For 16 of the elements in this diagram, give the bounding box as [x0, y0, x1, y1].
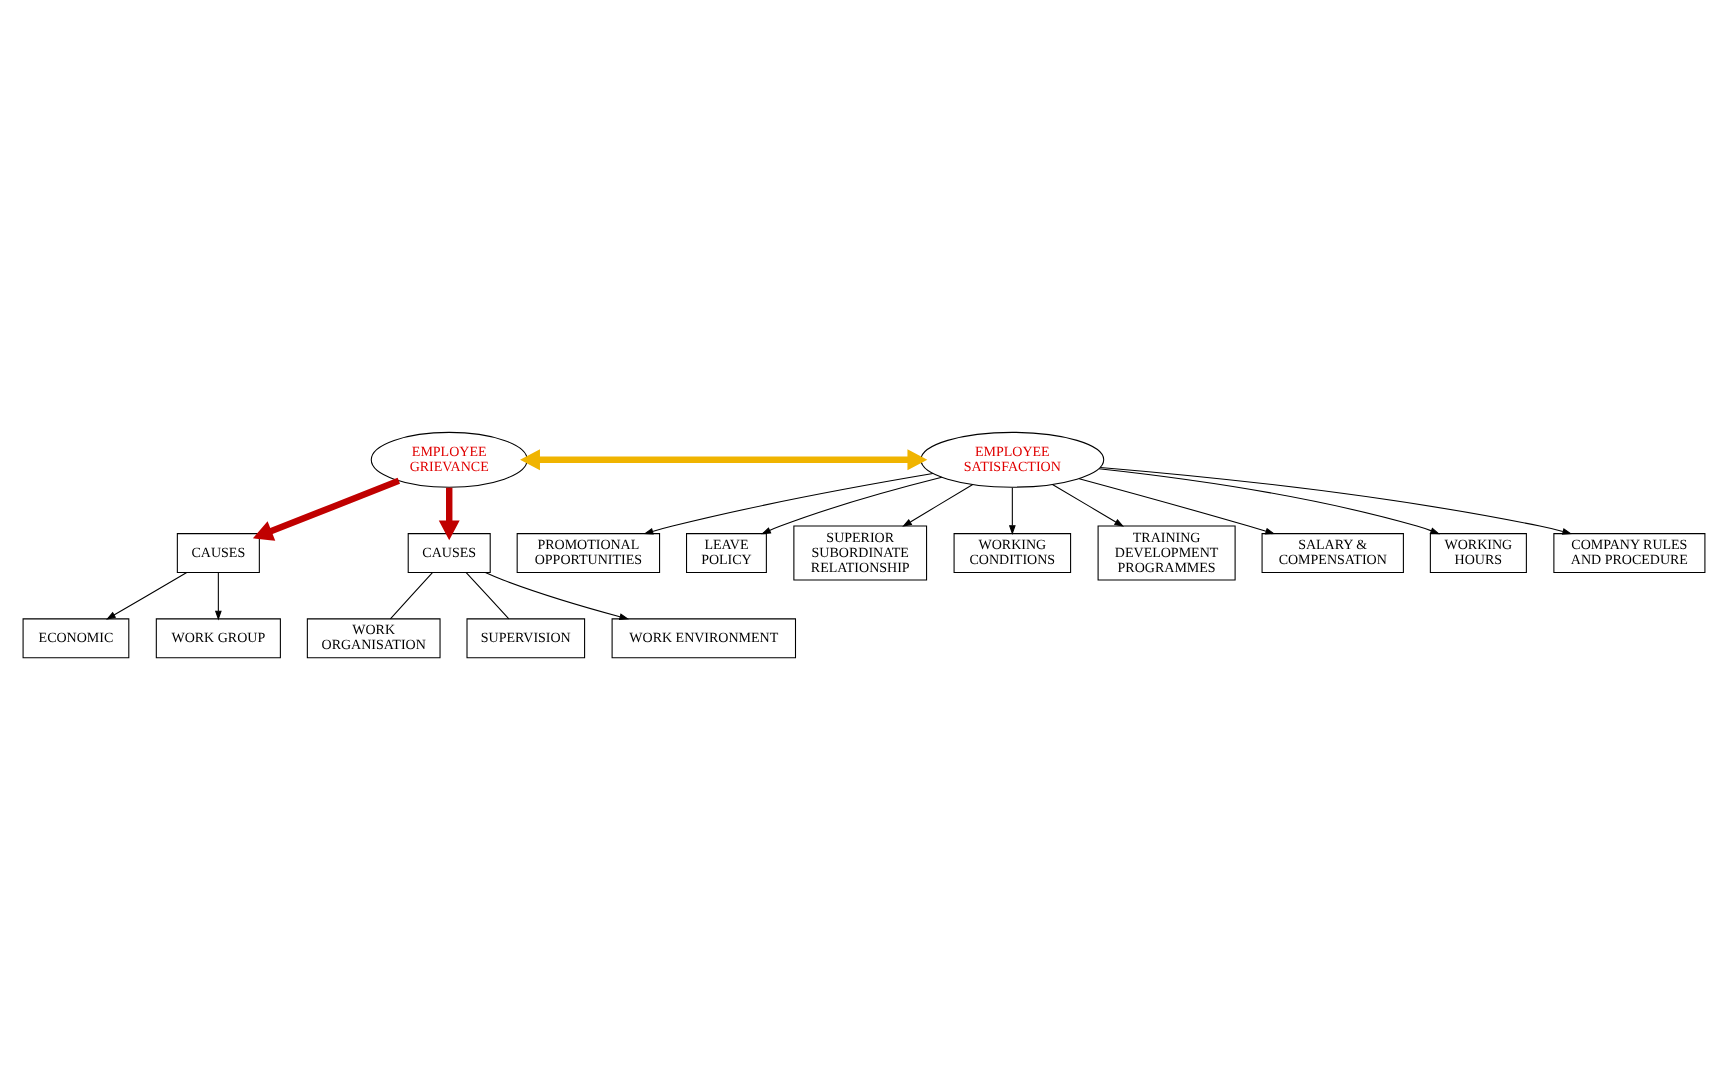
connector: [389, 572, 433, 620]
arrow: [902, 484, 974, 527]
connector: [465, 572, 510, 620]
arrow: [214, 572, 222, 621]
arrow: [1098, 468, 1441, 535]
arrow: [484, 572, 630, 620]
arrow: [520, 449, 928, 471]
arrow: [761, 476, 943, 535]
arrow: [252, 477, 400, 541]
arrow: [1051, 484, 1124, 527]
arrow: [1099, 466, 1573, 535]
arrow: [438, 487, 460, 541]
arrow: [106, 572, 188, 620]
arrow: [1078, 478, 1276, 535]
arrow: [643, 473, 934, 535]
arrow: [1008, 487, 1016, 536]
